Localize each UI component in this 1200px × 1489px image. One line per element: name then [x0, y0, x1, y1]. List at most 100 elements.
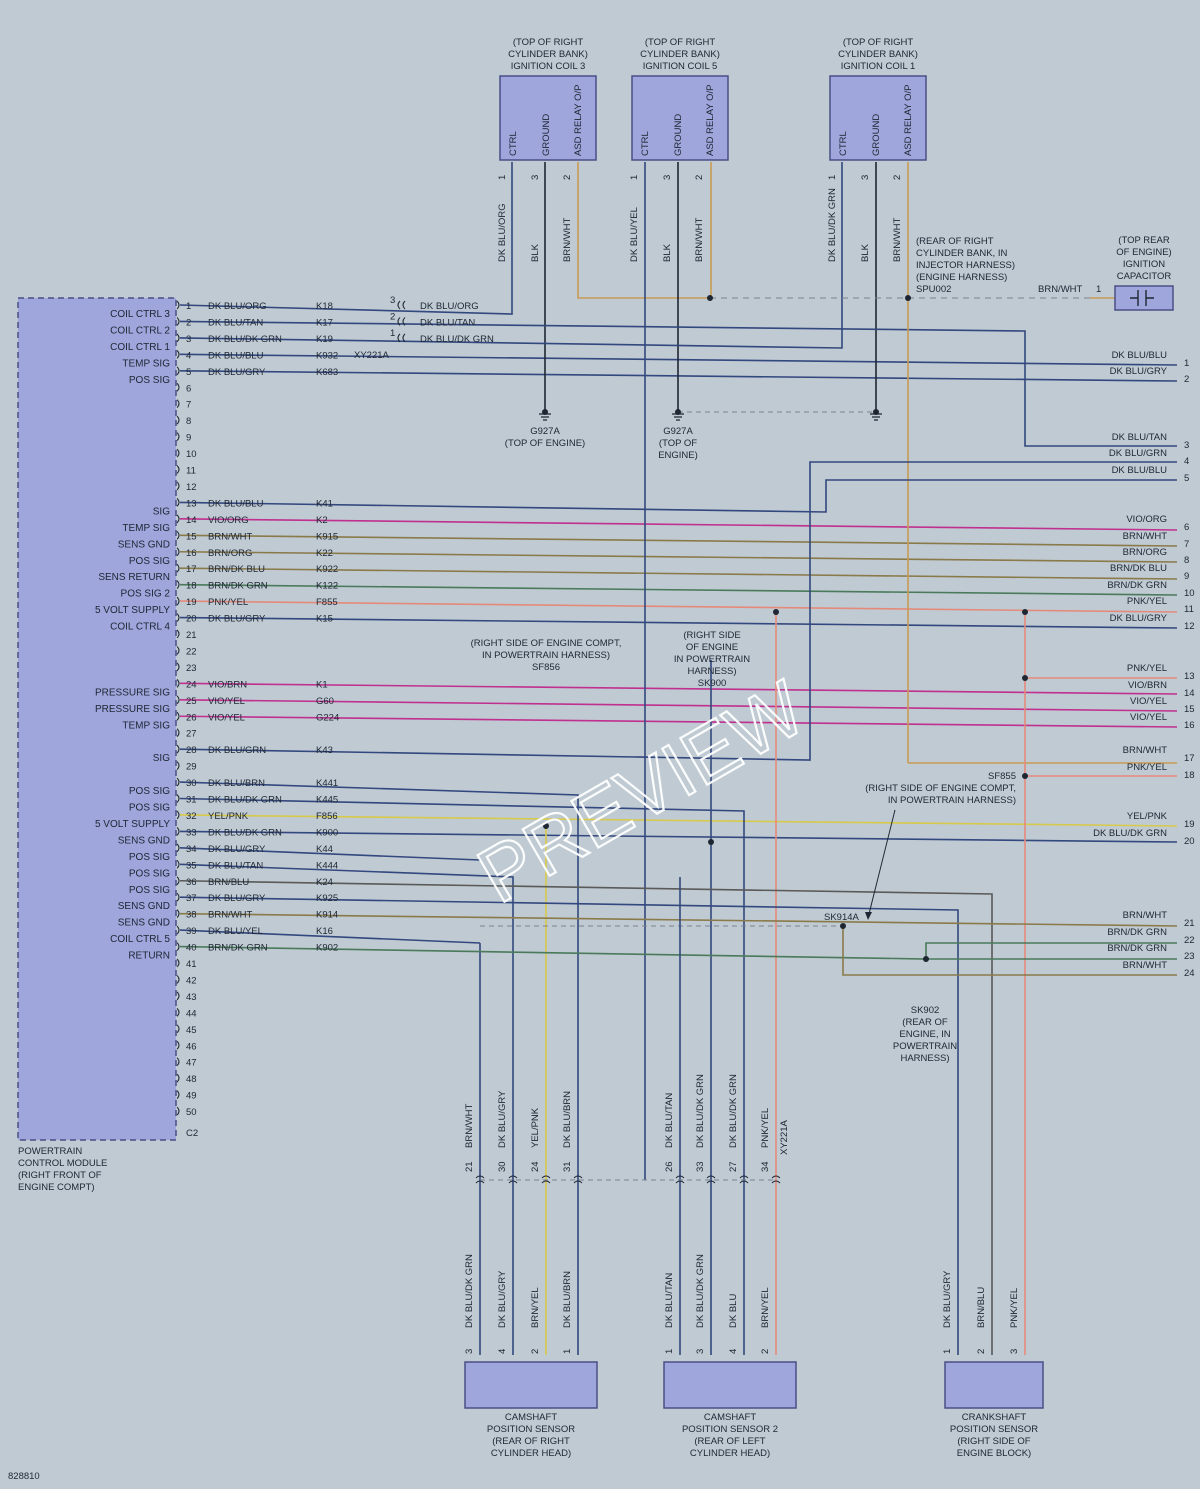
- lower-connector-pin: 30: [497, 1161, 508, 1172]
- pcm-pin-mark: [176, 1057, 180, 1067]
- pcm-pin-number: 38: [186, 910, 197, 921]
- pcm-pin-number: 16: [186, 548, 197, 559]
- pcm-circuit-id: K922: [316, 564, 338, 575]
- right-pin-number: 14: [1184, 688, 1195, 699]
- pcm-pin-number: 35: [186, 860, 197, 871]
- pcm-pin-function: SENS RETURN: [98, 572, 170, 583]
- pcm-wire-color-label: DK BLU/BLU: [208, 498, 264, 509]
- pcm-wire-color-label: DK BLU/GRN: [208, 745, 266, 756]
- pcm-pin-mark: [176, 859, 180, 869]
- pcm-pin-number: 24: [186, 679, 197, 690]
- ground-caption: (TOP OF ENGINE): [505, 438, 585, 449]
- coil-pin-function: ASD RELAY O/P: [573, 85, 584, 156]
- pcm-pin-mark: [176, 728, 180, 738]
- harness-wire-pin-24: [179, 682, 1178, 695]
- pcm-pin-mark: [176, 1007, 180, 1017]
- pcm-pin-number: 30: [186, 778, 197, 789]
- sensor-pin-number: 4: [497, 1349, 508, 1354]
- capacitor-pin-number: 1: [1096, 284, 1101, 295]
- coil-pin-number: 3: [530, 175, 541, 180]
- harness-wire-pin-26: [179, 715, 1178, 728]
- right-wire-label: DK BLU/GRN: [1109, 448, 1167, 459]
- pcm-pin-mark: [176, 991, 180, 1001]
- ground-caption: G927A: [663, 426, 693, 437]
- sensor-caption: CYLINDER HEAD): [491, 1448, 571, 1459]
- right-wire-label: BRN/DK GRN: [1107, 927, 1167, 938]
- pcm-pin-number: 9: [186, 433, 191, 444]
- pcm-pin-number: 50: [186, 1107, 197, 1118]
- coil-ctrl-5-wire: [179, 929, 481, 944]
- right-pin-number: 19: [1184, 819, 1195, 830]
- pcm-circuit-id: K18: [316, 301, 333, 312]
- pcm-wire-color-label: DK BLU/BLU: [208, 350, 264, 361]
- crank-gnd-wire: [179, 896, 959, 1355]
- pcm-pin-function: POS SIG: [129, 786, 170, 797]
- pcm-pin-number: 21: [186, 630, 197, 641]
- coil-wire-label: DK BLU/YEL: [629, 207, 640, 262]
- coil-pin-number: 2: [892, 175, 903, 180]
- sk902-caption: (REAR OF: [902, 1017, 948, 1028]
- brn-wht-pin38: [179, 912, 1178, 927]
- coil-caption: (TOP OF RIGHT: [513, 37, 584, 48]
- pcm-pin-mark: [176, 448, 180, 458]
- harness-wire-pin-17: [179, 567, 1178, 580]
- sk900-caption: HARNESS): [687, 666, 736, 677]
- coil3-asd-wire: [577, 162, 710, 299]
- pcm-caption: ENGINE COMPT): [18, 1182, 95, 1193]
- sk900-caption: OF ENGINE: [686, 642, 738, 653]
- pcm-pin-number: 5: [186, 367, 191, 378]
- pcm-wire-color-label: BRN/WHT: [208, 531, 253, 542]
- pcm-wire-color-label: PNK/YEL: [208, 597, 248, 608]
- pcm-circuit-id: K932: [316, 350, 338, 361]
- pcm-pin-function: POS SIG: [129, 852, 170, 863]
- pcm-pin-mark: [176, 580, 180, 590]
- pcm-pin-function: RETURN: [128, 951, 170, 962]
- coil-pin-number: 1: [497, 175, 508, 180]
- sensor-wire-label: BRN/BLU: [976, 1287, 987, 1328]
- pin34-wire: [179, 847, 481, 861]
- right-wire-label: BRN/DK GRN: [1107, 580, 1167, 591]
- right-pin-number: 12: [1184, 621, 1195, 632]
- pcm-wire-color-label: BRN/WHT: [208, 910, 253, 921]
- right-wire-label: VIO/YEL: [1130, 712, 1167, 723]
- coil-wire-label: BRN/WHT: [892, 217, 903, 262]
- pcm-circuit-id: K900: [316, 827, 338, 838]
- sensor-wire-label: BRN/YEL: [760, 1287, 771, 1328]
- pcm-wire-color-label: VIO/YEL: [208, 712, 245, 723]
- capacitor-wire-label: BRN/WHT: [1038, 284, 1083, 295]
- pcm-pin-function: TEMP SIG: [122, 358, 170, 369]
- pcm-pin-number: 32: [186, 811, 197, 822]
- harness-wire-pin-25: [179, 699, 1178, 712]
- ground-splice: [675, 409, 681, 415]
- splice-sk902: [923, 956, 929, 962]
- cam2-pos-wire: [179, 797, 745, 1355]
- pcm-pin-function: POS SIG 2: [121, 589, 171, 600]
- pcm-caption: POWERTRAIN: [18, 1146, 82, 1157]
- pcm-pin-mark: [176, 777, 180, 787]
- coil-caption: (TOP OF RIGHT: [645, 37, 716, 48]
- pcm-pin-mark: [176, 810, 180, 820]
- pcm-wire-color-label: DK BLU/DK GRN: [208, 827, 282, 838]
- coil-caption: CYLINDER BANK): [838, 49, 918, 60]
- right-wire-label: BRN/WHT: [1123, 531, 1168, 542]
- sk902-caption: HARNESS): [900, 1053, 949, 1064]
- lower-connector-pin: 31: [562, 1161, 573, 1172]
- coil-wire-label: BLK: [860, 243, 871, 262]
- inline-connector-wire-label: DK BLU/DK GRN: [420, 334, 494, 345]
- sf856-caption: IN POWERTRAIN HARNESS): [482, 650, 610, 661]
- right-wire-label: DK BLU/GRY: [1110, 613, 1168, 624]
- spu002-caption: (REAR OF RIGHT: [916, 236, 994, 247]
- pcm-circuit-id: K43: [316, 745, 333, 756]
- inline-connector-name: XY221A: [354, 350, 390, 361]
- pcm-pin-function: COIL CTRL 4: [110, 622, 170, 633]
- right-pin-number: 11: [1184, 604, 1194, 615]
- pcm-pin-mark: [176, 761, 180, 770]
- pcm-pin-function: PRESSURE SIG: [95, 687, 170, 698]
- lower-connector-mark: [573, 1175, 583, 1184]
- pcm-pin-mark: [176, 547, 180, 557]
- sensor-caption: (REAR OF RIGHT: [492, 1436, 570, 1447]
- ignition-coil-box: [829, 75, 927, 161]
- sensor-pin-number: 2: [530, 1349, 541, 1354]
- inline-connector-pin: 3: [390, 295, 395, 306]
- right-wire-label: PNK/YEL: [1127, 663, 1167, 674]
